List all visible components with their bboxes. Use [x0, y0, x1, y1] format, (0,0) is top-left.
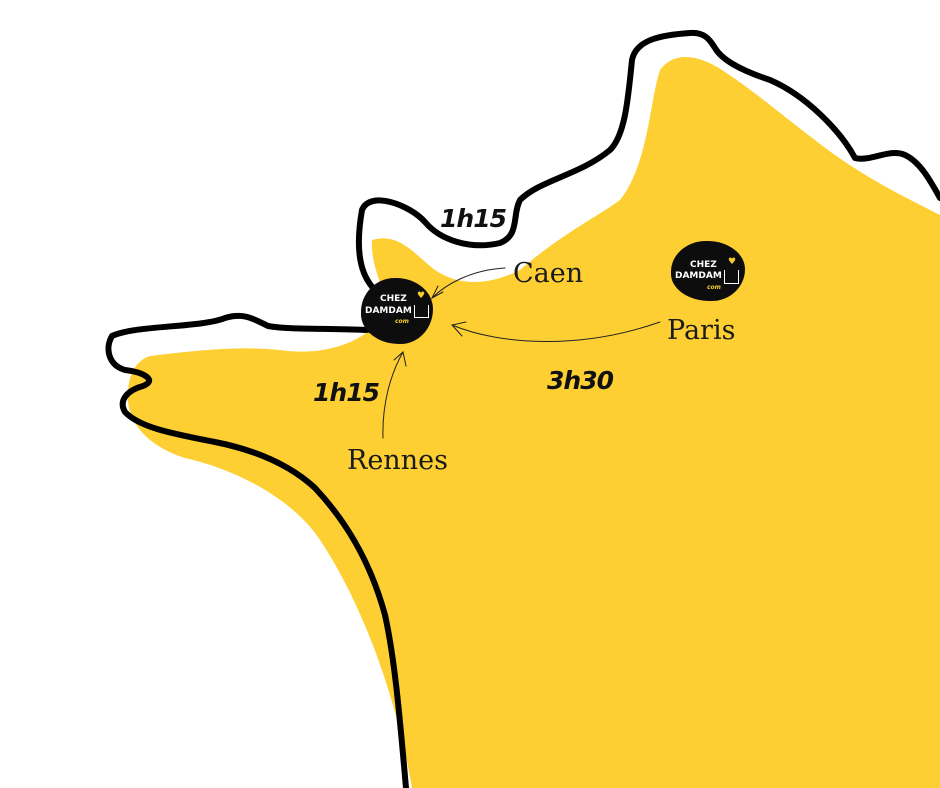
- logo-line3: com: [707, 284, 721, 291]
- city-label-rennes: Rennes: [347, 445, 448, 476]
- rennes-arrow-head: [393, 351, 407, 367]
- heart-icon: ♥: [728, 257, 737, 267]
- land-mass: [127, 57, 940, 788]
- logo-line2: DAMDAM: [675, 271, 722, 281]
- paris-arrow: [451, 321, 661, 342]
- route-arrows: [382, 267, 661, 439]
- logo-line1: CHEZ: [380, 294, 407, 304]
- chezdamdam-logo-caen: CHEZ DAMDAM ♥ com: [361, 278, 433, 344]
- city-label-caen: Caen: [513, 258, 584, 289]
- duration-rennes: 1h15: [313, 378, 380, 407]
- duration-coast: 1h15: [440, 204, 507, 233]
- heart-icon: ♥: [417, 291, 426, 301]
- caen-arrow: [431, 267, 506, 299]
- rennes-arrow: [382, 351, 404, 439]
- logo-line1: CHEZ: [690, 260, 717, 270]
- caen-arrow-head: [430, 285, 444, 300]
- house-heart-icon: [414, 305, 429, 318]
- duration-paris: 3h30: [547, 366, 614, 395]
- logo-line3: com: [395, 318, 409, 325]
- logo-line2: DAMDAM: [365, 306, 412, 316]
- paris-arrow-head: [451, 321, 467, 337]
- chezdamdam-logo-paris: CHEZ DAMDAM ♥ com: [671, 241, 745, 301]
- house-heart-icon: [724, 270, 739, 284]
- city-label-paris: Paris: [667, 315, 736, 346]
